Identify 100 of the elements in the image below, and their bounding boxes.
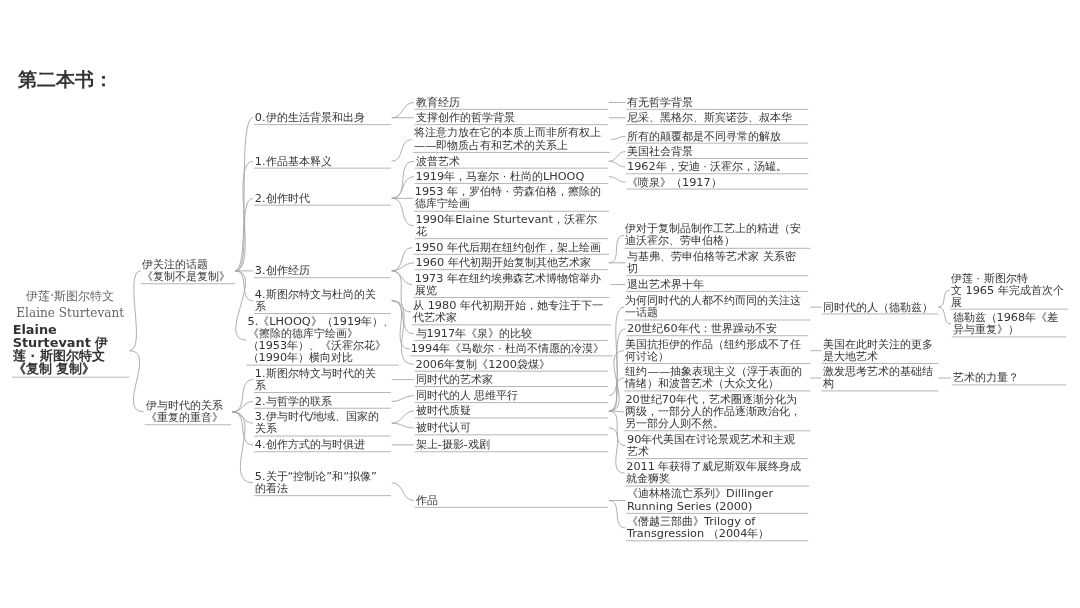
node-text: 激发思考艺术的基础结构 bbox=[822, 364, 933, 390]
node-text: 1950 年代后期在纽约创作，架上绘画 bbox=[414, 240, 601, 254]
node-text: 90年代美国在讨论景观艺术和主观艺术 bbox=[627, 432, 796, 458]
connector bbox=[129, 269, 142, 351]
connector bbox=[391, 160, 415, 199]
connector bbox=[938, 377, 952, 378]
connector bbox=[391, 261, 415, 271]
node-text: 与1917年《泉》的比较 bbox=[415, 326, 533, 340]
connector bbox=[608, 101, 626, 103]
node-text: 《喷泉》（1917） bbox=[627, 175, 722, 189]
connector bbox=[391, 410, 415, 424]
connector bbox=[391, 299, 415, 365]
node-text: 同时代的人 思维平行 bbox=[415, 388, 519, 402]
node-text: Elaine Sturtevant 伊莲 · 斯图尔特文《复制 复制》 bbox=[12, 321, 109, 376]
connector bbox=[610, 135, 626, 140]
node-text: 纽约——抽象表现主义（浮于表面的情绪）和波普艺术（大众文化） bbox=[625, 364, 802, 390]
connector bbox=[608, 261, 626, 263]
connector bbox=[809, 349, 823, 351]
node-text: 3.创作经历 bbox=[254, 263, 310, 277]
node-text: 1919年，马塞尔 · 杜尚的LHOOQ bbox=[415, 169, 585, 183]
connector bbox=[608, 327, 626, 411]
connector bbox=[231, 410, 254, 483]
connector bbox=[391, 394, 415, 402]
connector bbox=[608, 160, 626, 167]
node-text: 0.伊的生活背景和出身 bbox=[254, 110, 365, 124]
node-text: 美国社会背景 bbox=[627, 144, 694, 158]
connector bbox=[938, 306, 952, 324]
node-text: 1.斯图尔特文与时代的关系 bbox=[254, 366, 376, 392]
connector bbox=[391, 481, 415, 501]
node-text: 被时代认可 bbox=[415, 420, 471, 434]
connector bbox=[608, 175, 626, 183]
connector bbox=[608, 116, 626, 118]
node-text: 支撑创作的哲学背景 bbox=[415, 110, 515, 124]
node-text: 与基弗、劳申伯格等艺术家 关系密切 bbox=[627, 249, 796, 275]
node-text: 4.斯图尔特文与杜尚的关系 bbox=[254, 287, 376, 313]
connector bbox=[234, 160, 254, 271]
node-text: 退出艺术界十年 bbox=[627, 277, 705, 291]
node-text: 同时代的人（德勒兹） bbox=[822, 300, 933, 313]
node-text: 2011 年获得了威尼斯双年展终身成就金狮奖 bbox=[626, 459, 802, 485]
connector bbox=[608, 349, 625, 411]
connector bbox=[610, 283, 626, 285]
connector bbox=[391, 246, 413, 271]
node-text: 尼采、黑格尔、斯宾诺莎、叔本华 bbox=[627, 110, 793, 124]
node-text: 同时代的艺术家 bbox=[415, 372, 493, 386]
connector bbox=[809, 306, 823, 308]
node-text: 架上-摄影-戏剧 bbox=[415, 437, 490, 451]
connector bbox=[608, 306, 625, 396]
connector bbox=[129, 349, 145, 412]
node-text: 伊莲 · 斯图尔特文 1965 年完成首次个展 bbox=[950, 271, 1064, 309]
node-text: 1.作品基本释义 bbox=[254, 154, 332, 168]
label: Elaine Sturtevant bbox=[16, 305, 125, 320]
connector bbox=[608, 410, 626, 446]
node-text: 20世纪70年代，艺术圈逐渐分化为两级，一部分人的作品逐渐政治化，另一部分人则不然。 bbox=[625, 392, 802, 430]
connector bbox=[809, 377, 823, 378]
connector bbox=[234, 116, 254, 271]
connector bbox=[608, 427, 626, 474]
node-text: 有无哲学背景 bbox=[627, 95, 694, 109]
connector bbox=[391, 175, 415, 199]
node-text: 将注意力放在它的本质上而非所有权上——即物质占有和艺术的关系上 bbox=[413, 125, 601, 152]
node-text: 5.关于“控制论”和“拟像”的看法 bbox=[254, 469, 377, 495]
node-text: 伊对于复制品制作工艺上的精进（安迪沃霍尔、劳申伯格） bbox=[625, 221, 802, 247]
node-text: 教育经历 bbox=[415, 95, 460, 109]
node-text: 1973 年在纽约埃弗森艺术博物馆举办展览 bbox=[414, 271, 601, 297]
connector bbox=[608, 410, 625, 412]
connector bbox=[391, 138, 412, 162]
node-text: 2.与哲学的联系 bbox=[254, 394, 332, 408]
node-text: 2006年复制《1200袋煤》 bbox=[415, 357, 550, 371]
node-text: 作品 bbox=[415, 493, 438, 507]
node-text: 5.《LHOOQ》（1919年）、《擦除的德库宁绘画》（1953年）、《沃霍尔花》（1990年）横向对比 bbox=[247, 314, 395, 364]
node-text: 美国在此时关注的更多是大地艺术 bbox=[822, 337, 933, 363]
node-text: 美国抗拒伊的作品（纽约形成不了任何讨论） bbox=[625, 337, 802, 363]
connector bbox=[391, 378, 415, 380]
connector bbox=[938, 289, 951, 308]
node-text: 波普艺术 bbox=[415, 154, 460, 168]
node-text: 1994年《马歇尔 · 杜尚不情愿的冷漠》 bbox=[410, 341, 605, 355]
connector bbox=[608, 377, 625, 411]
node-text: 4.创作方式的与时俱进 bbox=[254, 437, 365, 451]
connector bbox=[234, 197, 254, 271]
node-text: 伊与时代的关系《重复的重音》 bbox=[146, 398, 223, 424]
connector bbox=[391, 116, 415, 118]
node-text: 1953 年，罗伯特 · 劳森伯格，擦除的德库宁绘画 bbox=[414, 184, 601, 210]
diagram-title: 第二本书： bbox=[18, 67, 114, 91]
node-text: 艺术的力量？ bbox=[952, 370, 1019, 384]
node-text: 德勒兹（1968年《差异与重复》） bbox=[952, 310, 1059, 336]
node-text: 1960 年代初期开始复制其他艺术家 bbox=[415, 255, 591, 269]
node-text: 1990年Elaine Sturtevant，沃霍尔花 bbox=[415, 212, 597, 238]
node-text: 《迪林格流亡系列》Dillinger Running Series (2000) bbox=[627, 486, 774, 513]
node-text: 为何同时代的人都不约而同的关注这一话题 bbox=[625, 293, 802, 319]
node-text: 被时代质疑 bbox=[415, 403, 471, 417]
node-text: 所有的颠覆都是不同寻常的解放 bbox=[627, 129, 782, 143]
label: 伊莲·斯图尔特文 bbox=[26, 288, 115, 303]
node-text: 3.伊与时代/地域、国家的关系 bbox=[254, 409, 380, 435]
node-text: 伊关注的话题《复制不是复制》 bbox=[141, 257, 230, 283]
connector bbox=[391, 101, 415, 118]
node-text: 从 1980 年代初期开始，她专注于下一代艺术家 bbox=[413, 298, 603, 324]
connector bbox=[234, 269, 247, 341]
connector bbox=[608, 150, 626, 162]
node-text: 2.创作时代 bbox=[254, 191, 310, 205]
node-text: 1962年，安迪 · 沃霍尔，汤罐。 bbox=[627, 159, 788, 173]
node-text: 《僭越三部曲》Trilogy of Transgression （2004年） bbox=[627, 514, 770, 540]
